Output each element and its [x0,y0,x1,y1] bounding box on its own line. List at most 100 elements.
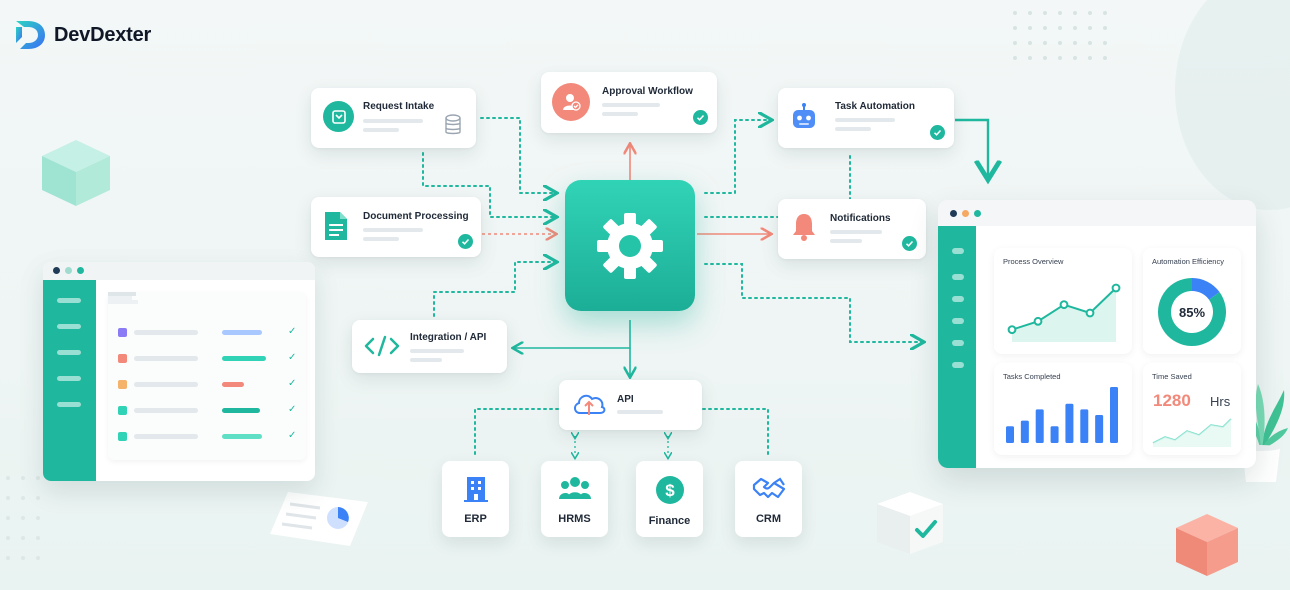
integration-api-card[interactable]: Integration / API [352,320,507,373]
card-title: Integration / API [410,332,487,343]
window-titlebar [43,262,315,280]
api-card[interactable]: API [559,380,702,430]
row-icon [118,406,127,415]
check-icon: ✓ [288,404,297,415]
bar-3 [1050,426,1059,443]
svg-text:$: $ [665,481,675,500]
row-status-bar [222,382,244,387]
sidebar-item[interactable] [952,274,964,280]
tile-title: Tasks Completed [1003,372,1061,381]
process-point-2 [1059,300,1069,310]
system-label: HRMS [558,513,591,525]
sidebar-item[interactable] [57,376,81,381]
process-overview-tile: Process Overview [994,248,1132,354]
background-blob [1175,0,1290,210]
request-intake-card[interactable]: Request Intake [311,88,476,148]
donut-slice-0 [1158,278,1226,346]
row-text-line [134,330,198,335]
system-hrms[interactable]: HRMS [541,461,608,537]
process-point-0 [1007,325,1017,335]
placeholder-line [363,128,399,132]
dot-grid-decoration [1013,11,1107,60]
check-icon [458,234,473,249]
placeholder-line [835,118,895,122]
row-status-bar [222,434,262,439]
process-overview-chart [1007,283,1121,342]
row-status-bar [222,356,266,361]
cube-decoration-coral [1176,514,1238,576]
placeholder-line [602,112,638,116]
report-paper-decoration [270,492,368,546]
row-text-line [134,434,198,439]
placeholder-line [830,239,862,243]
system-label: ERP [464,513,487,525]
check-icon [902,236,917,251]
system-crm[interactable]: CRM [735,461,802,537]
sidebar-item[interactable] [952,296,964,302]
row-icon [118,432,127,441]
placeholder-line [363,237,399,241]
check-icon: ✓ [288,352,297,363]
window-dot [65,267,72,274]
bell-icon [790,211,818,243]
row-status-bar [222,408,260,413]
row-text-line [134,382,198,387]
code-icon [364,334,400,358]
sidebar-item[interactable] [952,340,964,346]
tile-title: Automation Efficiency [1152,257,1224,266]
sidebar-item[interactable] [952,318,964,324]
system-finance[interactable]: $ Finance [636,461,703,537]
cloud-upload-icon [571,389,607,419]
check-icon: ✓ [288,378,297,389]
bar-6 [1095,415,1104,443]
placeholder-line [617,410,663,414]
check-icon [693,110,708,125]
brand-logo[interactable]: DevDexter [12,17,151,53]
gear-icon [597,212,663,279]
table-header-line [108,296,132,300]
time-saved-sparkline [1152,418,1232,447]
row-icon [118,380,127,389]
window-dot [950,210,957,217]
notifications-card[interactable]: Notifications [778,199,926,259]
system-label: Finance [648,515,691,527]
check-icon [930,125,945,140]
system-erp[interactable]: ERP [442,461,509,537]
tile-title: Time Saved [1152,372,1192,381]
approval-workflow-card[interactable]: Approval Workflow [541,72,717,133]
people-icon [558,477,591,499]
time-saved-value: 1280 [1153,391,1191,410]
card-title: Notifications [830,213,891,224]
sidebar-item[interactable] [57,298,81,303]
document-icon [323,210,349,242]
row-text-line [134,408,198,413]
sidebar-item[interactable] [952,248,964,254]
bar-4 [1065,403,1074,443]
sidebar-item[interactable] [57,324,81,329]
devdexter-logo-icon [16,21,45,49]
card-title: Approval Workflow [602,86,693,97]
document-processing-card[interactable]: Document Processing [311,197,481,257]
dollar-icon: $ [655,476,684,504]
sidebar-item[interactable] [952,362,964,368]
row-icon [118,328,127,337]
table-header-line [108,300,138,304]
dashboard-sidebar [938,226,976,468]
sidebar-item[interactable] [57,402,81,407]
dot-grid-decoration-left [6,476,40,560]
automation-hub[interactable] [565,180,695,311]
robot-icon [789,102,819,132]
time-saved-tile: Time Saved 1280 Hrs [1143,363,1241,455]
donut-slice-1 [1192,278,1220,300]
placeholder-line [410,358,442,362]
tile-title: Process Overview [1003,257,1064,266]
bar-1 [1020,420,1029,443]
task-list-dashboard: ✓ ✓ ✓ ✓ ✓ [43,262,315,481]
bar-2 [1035,409,1044,443]
bar-7 [1110,387,1118,443]
placeholder-line [363,228,423,232]
sidebar-item[interactable] [57,350,81,355]
task-automation-card[interactable]: Task Automation [778,88,954,148]
bar-0 [1006,426,1014,443]
placeholder-line [602,103,660,107]
